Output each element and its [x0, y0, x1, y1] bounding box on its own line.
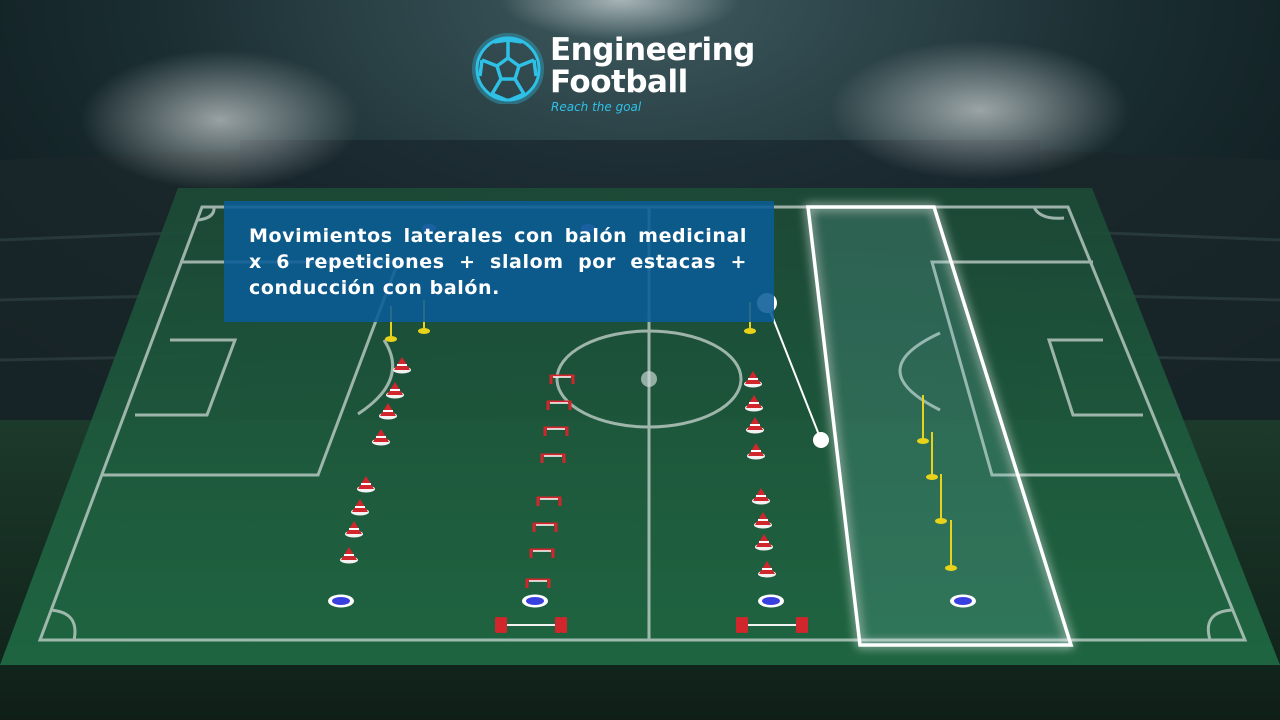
- highlighted-zone: [806, 205, 1074, 647]
- hurdles-group: [525, 374, 575, 588]
- center-spot: [641, 371, 657, 387]
- cone-icon: [754, 512, 772, 529]
- floodlight-glow-top: [500, 0, 740, 40]
- speed-bar-icon: [495, 617, 567, 633]
- brand-logo: Engineering Football Reach the goal: [470, 30, 790, 120]
- cone-icon: [351, 499, 369, 516]
- cone-icon: [758, 561, 776, 578]
- cone-icon: [379, 403, 397, 420]
- cone-icon: [357, 476, 375, 493]
- slalom-pole-icon: [935, 474, 947, 524]
- speed-bars-group: [495, 617, 808, 633]
- brand-name-line2: Football: [550, 64, 688, 100]
- mini-hurdle-icon: [536, 496, 562, 506]
- mini-hurdle-icon: [549, 374, 575, 384]
- cone-icon: [755, 534, 773, 551]
- mini-hurdle-icon: [546, 400, 572, 410]
- cone-icon: [386, 382, 404, 399]
- speed-bar-icon: [736, 617, 808, 633]
- floodlight-glow-right: [830, 40, 1130, 180]
- cone-icon: [752, 488, 770, 505]
- floodlight-glow-left: [80, 50, 360, 190]
- cone-icon: [372, 429, 390, 446]
- disc-marker-icon: [328, 594, 354, 608]
- cone-icon: [744, 371, 762, 388]
- slalom-pole-icon: [917, 395, 929, 444]
- mini-hurdle-icon: [525, 578, 551, 588]
- mini-hurdle-icon: [532, 522, 558, 532]
- slalom-pole-icon: [945, 520, 957, 571]
- cone-icon: [345, 521, 363, 538]
- mini-hurdle-icon: [529, 548, 555, 558]
- cone-icon: [747, 443, 765, 460]
- cone-icon: [393, 357, 411, 374]
- brand-tagline: Reach the goal: [551, 100, 642, 114]
- cones-group: [340, 357, 776, 578]
- disc-marker-icon: [950, 594, 976, 608]
- cone-icon: [745, 395, 763, 412]
- soccer-ball-icon: [472, 33, 544, 104]
- drill-description: Movimientos laterales con balón medicina…: [249, 225, 747, 299]
- discs-group: [328, 224, 976, 608]
- brand-name-line1: Engineering: [550, 32, 755, 68]
- disc-marker-icon: [522, 594, 548, 608]
- drill-description-panel: Movimientos laterales con balón medicina…: [224, 201, 774, 322]
- cone-icon: [340, 547, 358, 564]
- slalom-pole-icon: [926, 432, 938, 480]
- cone-icon: [746, 417, 764, 434]
- mini-hurdle-icon: [543, 426, 569, 436]
- mini-hurdle-icon: [540, 453, 566, 463]
- disc-marker-icon: [758, 594, 784, 608]
